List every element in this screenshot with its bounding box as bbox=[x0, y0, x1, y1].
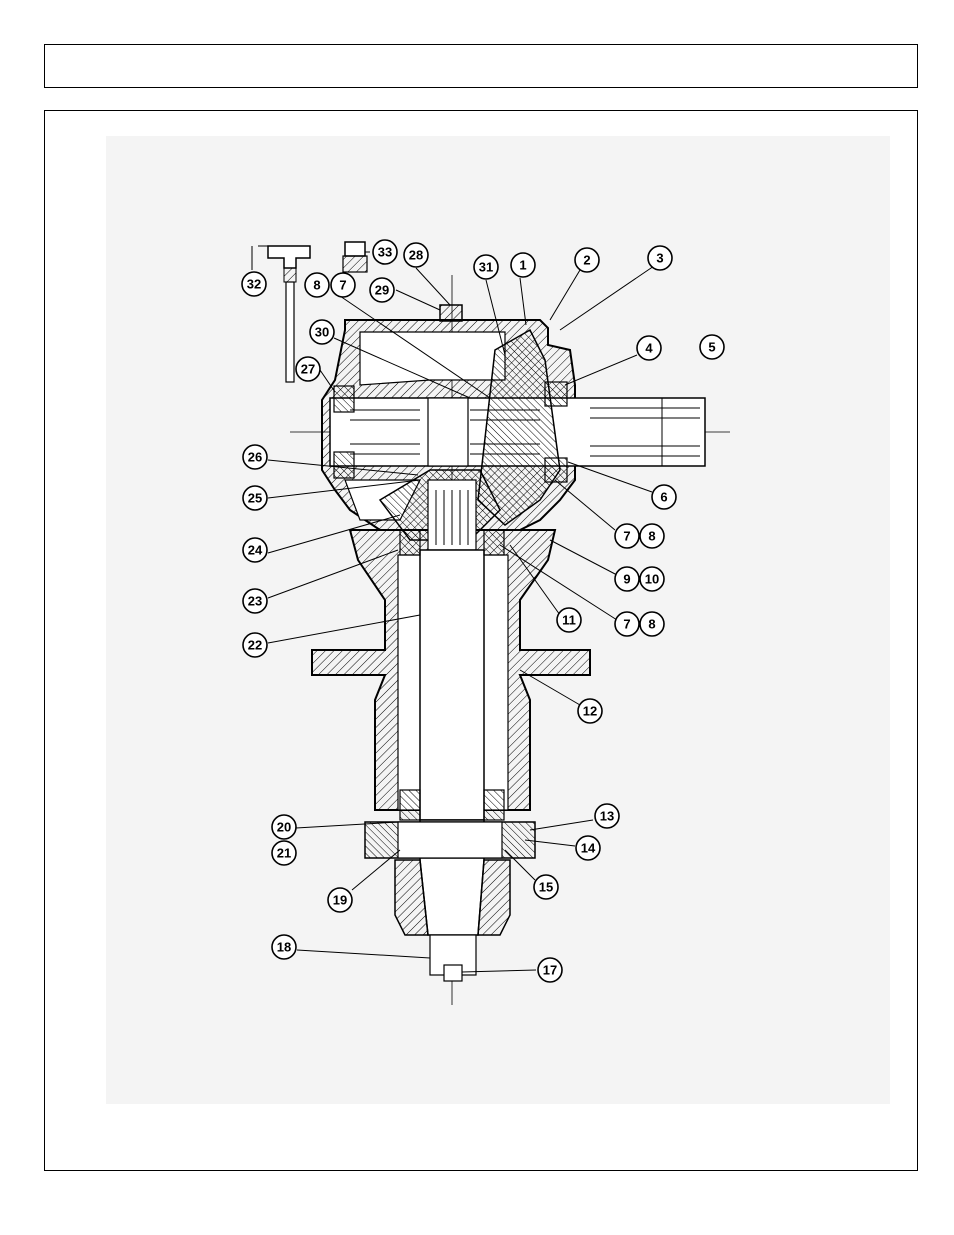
callout-19: 19 bbox=[327, 887, 353, 913]
callout-6: 6 bbox=[651, 484, 677, 510]
svg-text:19: 19 bbox=[333, 893, 347, 908]
dipstick bbox=[251, 245, 311, 383]
svg-text:8: 8 bbox=[313, 278, 320, 293]
breather-plug bbox=[342, 241, 368, 273]
svg-text:25: 25 bbox=[248, 491, 262, 506]
callout-3: 3 bbox=[647, 245, 673, 271]
svg-text:10: 10 bbox=[645, 572, 659, 587]
callout-18: 18 bbox=[271, 934, 297, 960]
svg-text:20: 20 bbox=[277, 820, 291, 835]
svg-text:7: 7 bbox=[623, 617, 630, 632]
svg-text:9: 9 bbox=[623, 572, 630, 587]
callout-33: 33 bbox=[372, 239, 398, 265]
svg-text:33: 33 bbox=[378, 245, 392, 260]
svg-text:21: 21 bbox=[277, 846, 291, 861]
svg-text:17: 17 bbox=[543, 963, 557, 978]
output-shaft bbox=[419, 479, 485, 982]
callout-28: 28 bbox=[403, 242, 429, 268]
svg-text:22: 22 bbox=[248, 638, 262, 653]
lower-hub bbox=[364, 821, 536, 936]
callout-9: 9 bbox=[614, 566, 640, 592]
svg-text:15: 15 bbox=[539, 880, 553, 895]
svg-text:6: 6 bbox=[660, 490, 667, 505]
callout-7b: 7 bbox=[614, 611, 640, 637]
main-box bbox=[44, 110, 918, 1171]
svg-text:29: 29 bbox=[375, 283, 389, 298]
callout-5: 5 bbox=[699, 334, 725, 360]
callout-group: 1 2 3 4 5 6 7 8 9 10 11 7 8 12 13 14 15 … bbox=[241, 239, 725, 983]
callout-15: 15 bbox=[533, 874, 559, 900]
svg-text:1: 1 bbox=[519, 258, 526, 273]
svg-text:27: 27 bbox=[301, 362, 315, 377]
svg-text:12: 12 bbox=[583, 704, 597, 719]
svg-text:24: 24 bbox=[248, 543, 263, 558]
svg-text:11: 11 bbox=[562, 613, 576, 628]
svg-text:7: 7 bbox=[339, 278, 346, 293]
callout-12: 12 bbox=[577, 698, 603, 724]
callout-25: 25 bbox=[242, 485, 268, 511]
callout-31: 31 bbox=[473, 254, 499, 280]
callout-26: 26 bbox=[242, 444, 268, 470]
callout-22: 22 bbox=[242, 632, 268, 658]
callout-27: 27 bbox=[295, 356, 321, 382]
svg-text:32: 32 bbox=[247, 277, 261, 292]
callout-17: 17 bbox=[537, 957, 563, 983]
svg-text:30: 30 bbox=[315, 325, 329, 340]
callout-29: 29 bbox=[369, 277, 395, 303]
svg-text:8: 8 bbox=[648, 617, 655, 632]
callout-30: 30 bbox=[309, 319, 335, 345]
svg-text:14: 14 bbox=[581, 841, 596, 856]
callout-2: 2 bbox=[574, 247, 600, 273]
callout-13: 13 bbox=[594, 803, 620, 829]
callout-10: 10 bbox=[639, 566, 665, 592]
callout-11: 11 bbox=[556, 607, 582, 633]
callout-21: 21 bbox=[271, 840, 297, 866]
callout-4: 4 bbox=[636, 335, 662, 361]
callout-24: 24 bbox=[242, 537, 268, 563]
svg-text:2: 2 bbox=[583, 253, 590, 268]
svg-text:13: 13 bbox=[600, 809, 614, 824]
svg-text:5: 5 bbox=[708, 340, 715, 355]
callout-7a: 7 bbox=[614, 523, 640, 549]
svg-text:31: 31 bbox=[479, 260, 493, 275]
callout-7c: 7 bbox=[330, 272, 356, 298]
callout-20: 20 bbox=[271, 814, 297, 840]
callout-8a: 8 bbox=[639, 523, 665, 549]
header-box bbox=[44, 44, 918, 88]
callout-14: 14 bbox=[575, 835, 601, 861]
svg-text:8: 8 bbox=[648, 529, 655, 544]
leader-lines bbox=[267, 251, 655, 973]
bearings bbox=[333, 381, 568, 821]
svg-text:28: 28 bbox=[409, 248, 423, 263]
callout-8b: 8 bbox=[639, 611, 665, 637]
callout-1: 1 bbox=[510, 252, 536, 278]
callout-23: 23 bbox=[242, 588, 268, 614]
svg-text:7: 7 bbox=[623, 529, 630, 544]
svg-text:23: 23 bbox=[248, 594, 262, 609]
top-plug bbox=[439, 304, 463, 322]
callout-32: 32 bbox=[241, 271, 267, 297]
svg-text:18: 18 bbox=[277, 940, 291, 955]
callout-8c: 8 bbox=[304, 272, 330, 298]
svg-text:4: 4 bbox=[645, 341, 653, 356]
svg-text:26: 26 bbox=[248, 450, 262, 465]
svg-text:3: 3 bbox=[656, 251, 663, 266]
